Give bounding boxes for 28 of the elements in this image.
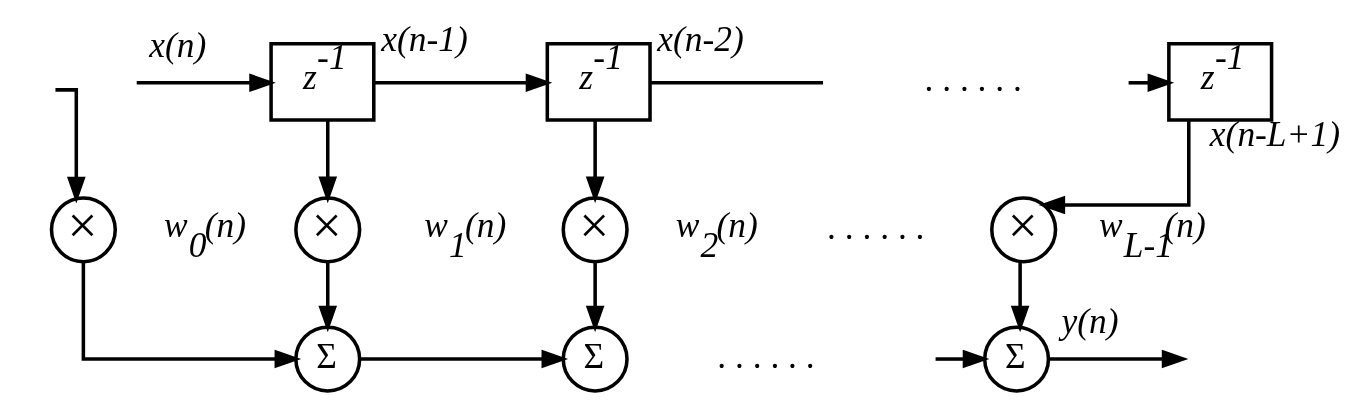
label: . . . . . . xyxy=(717,335,815,376)
label: . . . . . . xyxy=(924,58,1022,99)
arrow xyxy=(1048,349,1189,368)
arrow xyxy=(318,261,338,332)
label: . . . . . . xyxy=(827,206,925,247)
arrow xyxy=(360,349,569,368)
edge-label: x(n) xyxy=(149,24,207,65)
arrow xyxy=(935,349,990,368)
arrow xyxy=(585,261,605,332)
connector xyxy=(650,80,824,85)
edge-label: x(n-2) xyxy=(657,18,744,59)
edge-label: x(n-1) xyxy=(381,18,468,59)
arrow xyxy=(585,119,605,203)
node-circle: × xyxy=(49,195,117,263)
node-circle: Σ xyxy=(294,324,362,393)
arrow xyxy=(374,73,553,92)
arrow xyxy=(55,87,86,203)
node-circle: × xyxy=(561,195,629,263)
node-circle: × xyxy=(294,195,362,263)
node-circle: × xyxy=(990,195,1058,263)
arrow xyxy=(1038,119,1191,214)
node-circle: Σ xyxy=(561,324,629,393)
arrow xyxy=(318,119,338,203)
arrow xyxy=(1128,73,1175,92)
arrow xyxy=(1010,261,1030,332)
arrow xyxy=(81,261,302,368)
arrow xyxy=(136,73,276,92)
node-circle: Σ xyxy=(982,324,1051,393)
